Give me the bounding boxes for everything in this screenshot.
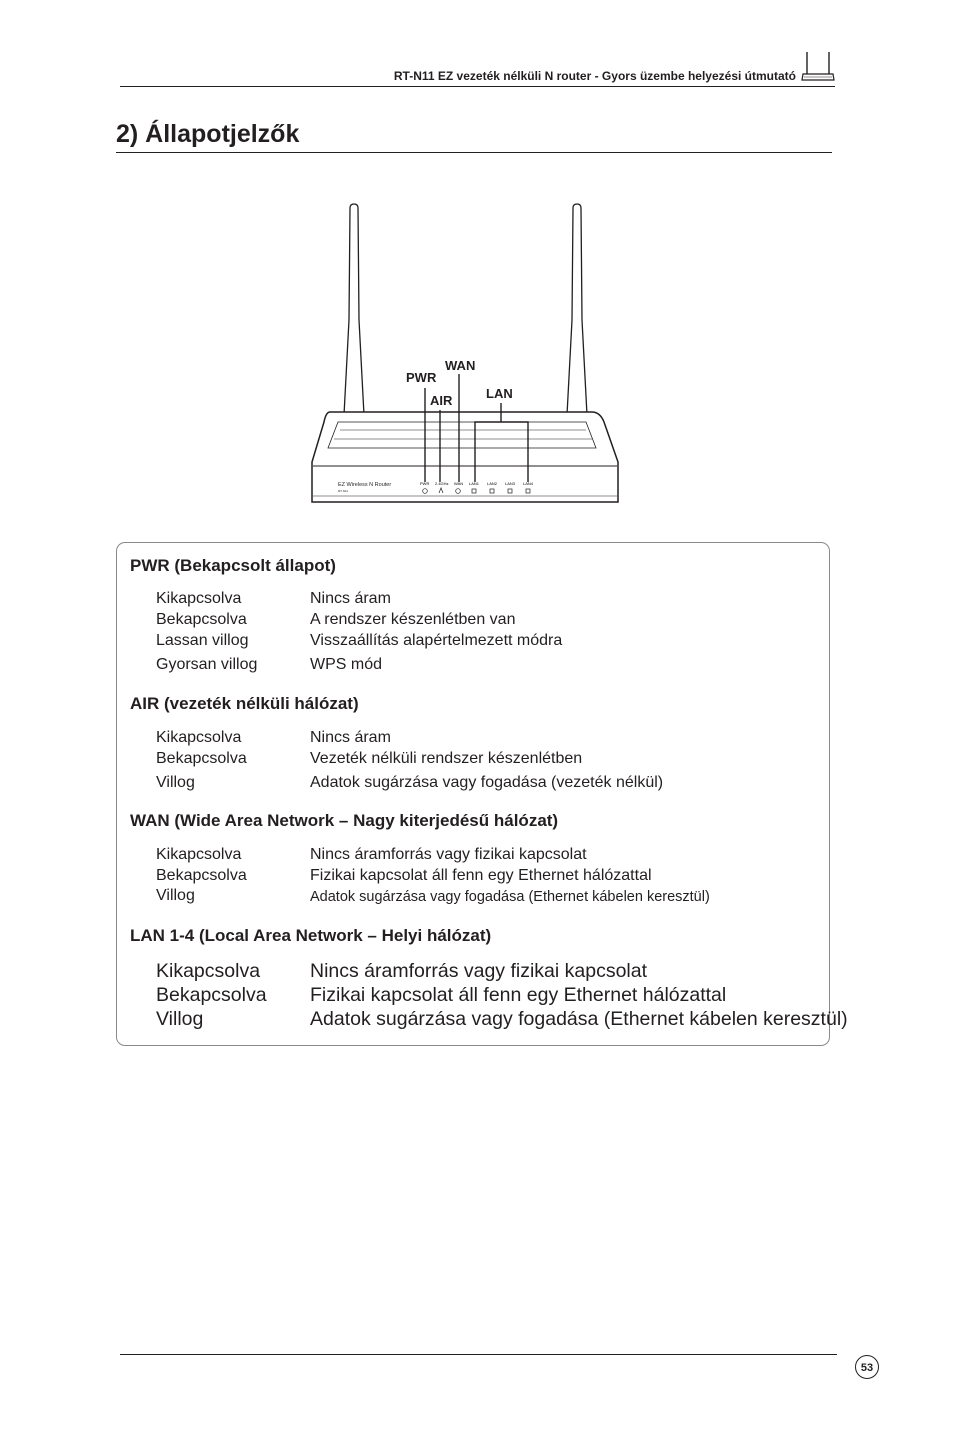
row-value: Adatok sugárzása vagy fogadása (vezeték … — [310, 774, 664, 791]
row-value: Adatok sugárzása vagy fogadása (Ethernet… — [310, 889, 710, 905]
row-value: Fizikai kapcsolat áll fenn egy Ethernet … — [310, 984, 727, 1006]
section-heading-pwr: PWR (Bekapcsolt állapot) — [130, 556, 336, 575]
running-header: RT-N11 EZ vezeték nélküli N router - Gyo… — [393, 69, 796, 83]
row-value: Adatok sugárzása vagy fogadása (Ethernet… — [310, 1008, 848, 1030]
section-heading-lan: LAN 1-4 (Local Area Network – Helyi háló… — [130, 926, 492, 945]
table-row: Bekapcsolva A rendszer készenlétben van — [156, 611, 836, 633]
row-key: Kikapcsolva — [156, 960, 261, 982]
table-row: Villog Adatok sugárzása vagy fogadása (Et… — [156, 1008, 848, 1034]
table-row: Villog Adatok sugárzása vagy fogadása (Et… — [156, 887, 836, 909]
lan1-led-icon — [471, 488, 477, 494]
power-led-icon — [422, 488, 428, 494]
callout-wan: WAN — [445, 358, 475, 373]
row-value: WPS mód — [310, 656, 383, 673]
callout-pwr: PWR — [406, 370, 437, 385]
right-antenna — [566, 203, 588, 416]
table-row: Bekapcsolva Fizikai kapcsolat áll fenn eg… — [156, 867, 836, 889]
wireless-led-icon — [438, 487, 444, 494]
row-key: Villog — [156, 774, 195, 791]
row-key: Lassan villog — [156, 632, 249, 649]
callout-lan: LAN — [486, 386, 513, 401]
led-label-lan3: LAN3 — [505, 481, 516, 486]
table-row: Kikapcsolva Nincs áram — [156, 590, 836, 612]
led-label-air: 2.4GHz — [435, 481, 449, 486]
row-key: Kikapcsolva — [156, 846, 242, 863]
table-row: Villog Adatok sugárzása vagy fogadása (ve… — [156, 774, 836, 796]
table-row: Bekapcsolva Fizikai kapcsolat áll fenn eg… — [156, 984, 836, 1010]
row-key: Villog — [156, 887, 195, 904]
table-row: Bekapcsolva Vezeték nélküli rendszer kész… — [156, 750, 836, 772]
row-value: Visszaállítás alapértelmezett módra — [310, 632, 563, 649]
row-key: Kikapcsolva — [156, 729, 242, 746]
row-key: Kikapcsolva — [156, 590, 242, 607]
router-diagram: EZ Wireless N Router RT-N11 PWR 2.4GHz W… — [311, 203, 619, 503]
row-value: Nincs áramforrás vagy fizikai kapcsolat — [310, 846, 587, 863]
row-key: Bekapcsolva — [156, 867, 247, 884]
row-value: Nincs áramforrás vagy fizikai kapcsolat — [310, 960, 648, 982]
router-name-label: EZ Wireless N Router — [338, 482, 391, 488]
section-heading-air: AIR (vezeték nélküli hálózat) — [130, 694, 359, 713]
footer-rule — [120, 1354, 837, 1355]
table-row: Gyorsan villog WPS mód — [156, 656, 836, 678]
row-key: Bekapcsolva — [156, 750, 247, 767]
row-key: Bekapcsolva — [156, 611, 247, 628]
table-row: Kikapcsolva Nincs áram — [156, 729, 836, 751]
led-label-lan4: LAN4 — [523, 481, 534, 486]
title-rule — [116, 152, 832, 153]
row-key: Bekapcsolva — [156, 984, 267, 1006]
led-status-box — [116, 542, 830, 1046]
led-label-lan1: LAN1 — [469, 481, 480, 486]
callout-air: AIR — [430, 393, 453, 408]
row-value: Nincs áram — [310, 590, 391, 607]
table-row: Kikapcsolva Nincs áramforrás vagy fizikai… — [156, 846, 836, 868]
table-row: Lassan villog Visszaállítás alapértelmeze… — [156, 632, 836, 654]
wan-led-icon — [455, 488, 461, 494]
led-label-pwr: PWR — [420, 481, 429, 486]
row-value: Nincs áram — [310, 729, 391, 746]
row-key: Villog — [156, 1008, 204, 1030]
row-value: Vezeték nélküli rendszer készenlétben — [310, 750, 583, 767]
page-number: 53 — [855, 1355, 879, 1379]
row-value: Fizikai kapcsolat áll fenn egy Ethernet … — [310, 867, 652, 884]
router-icon — [801, 52, 835, 81]
lan2-led-icon — [489, 488, 495, 494]
page-title: 2) Állapotjelzők — [116, 120, 300, 148]
header-rule — [120, 86, 835, 87]
lan3-led-icon — [507, 488, 513, 494]
table-row: Kikapcsolva Nincs áramforrás vagy fizikai… — [156, 960, 836, 986]
section-heading-wan: WAN (Wide Area Network – Nagy kiterjedés… — [130, 811, 559, 830]
led-label-wan: WAN — [454, 481, 463, 486]
router-model-label: RT-N11 — [338, 489, 348, 493]
left-antenna — [343, 203, 365, 416]
lan4-led-icon — [525, 488, 531, 494]
row-key: Gyorsan villog — [156, 656, 258, 673]
led-label-lan2: LAN2 — [487, 481, 498, 486]
row-value: A rendszer készenlétben van — [310, 611, 516, 628]
